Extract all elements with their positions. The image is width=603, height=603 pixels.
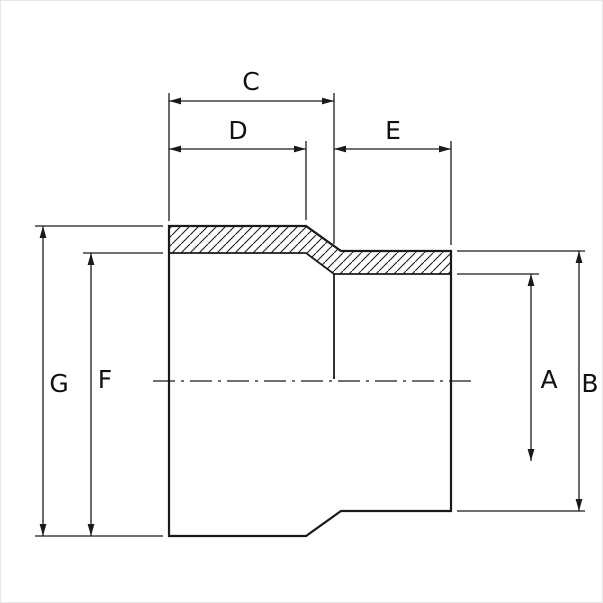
dim-label-a: A xyxy=(540,365,557,394)
dim-label-c: C xyxy=(242,67,259,96)
sectioned-wall-hatch xyxy=(168,225,452,275)
dimension-lines xyxy=(39,97,583,536)
dim-label-d: D xyxy=(228,116,247,145)
dimension-labels: C D E G F A B xyxy=(49,67,598,398)
dim-label-e: E xyxy=(385,116,401,145)
dim-label-b: B xyxy=(581,369,598,398)
part-geometry xyxy=(153,224,471,538)
dim-label-f: F xyxy=(98,365,112,394)
extension-lines xyxy=(35,93,585,537)
dim-label-g: G xyxy=(49,369,68,398)
